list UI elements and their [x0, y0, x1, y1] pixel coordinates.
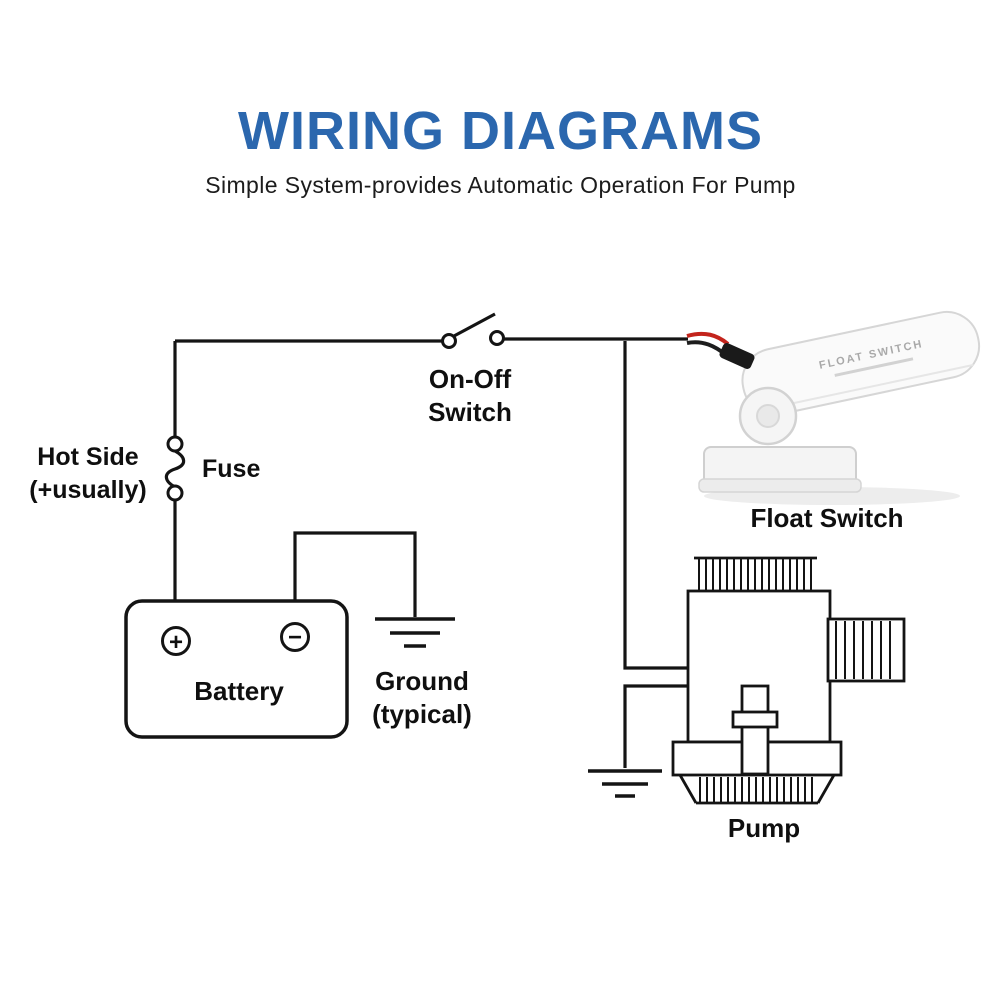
- float-switch-label: Float Switch: [750, 503, 903, 533]
- hot-side-label-line1: Hot Side: [37, 443, 138, 471]
- page-subtitle: Simple System-provides Automatic Operati…: [205, 172, 796, 198]
- page-title: WIRING DIAGRAMS: [238, 101, 763, 161]
- fuse-label: Fuse: [202, 455, 260, 483]
- switch-contact-left: [441, 333, 457, 349]
- switch-lever: [453, 312, 496, 338]
- fuse-symbol: Fuse Hot Side (+usually): [29, 435, 260, 504]
- pump-device: Pump: [671, 556, 906, 843]
- pump-cap-ribs: [698, 559, 812, 590]
- float-switch-base-lip: [698, 478, 862, 493]
- fuse-element: [164, 449, 186, 489]
- wire-float-to-pump: [623, 341, 690, 670]
- pump-label: Pump: [728, 813, 800, 843]
- float-switch-print-fineline: [834, 357, 914, 377]
- battery-plus-sign: +: [169, 629, 183, 656]
- battery-body: [124, 599, 349, 739]
- hot-side-label-line2: (+usually): [29, 476, 146, 504]
- switch-label-line2: Switch: [428, 397, 512, 427]
- float-switch-device: FLOAT SWITCH Float Switch: [686, 310, 981, 533]
- connector-sleeve: [719, 343, 755, 369]
- pump-strainer-ribs: [699, 777, 813, 802]
- wire-pump-to-ground: [623, 684, 690, 768]
- battery-minus-terminal: [280, 622, 310, 652]
- pump-strainer-outline: [678, 774, 836, 805]
- red-lead-wire: [686, 331, 730, 346]
- battery-plus-terminal: [161, 626, 191, 656]
- battery-label: Battery: [194, 676, 284, 706]
- fuse-terminal-top: [166, 435, 184, 453]
- fuse-terminal-bottom: [166, 484, 184, 502]
- battery-symbol: + − Battery: [124, 599, 349, 739]
- float-arm: FLOAT SWITCH: [741, 310, 981, 416]
- pump-outlet-ribs: [835, 621, 891, 679]
- pump-shaft: [740, 684, 770, 776]
- on-off-switch-symbol: On-Off Switch: [428, 312, 512, 427]
- pump-ground-symbol: [588, 769, 662, 798]
- switch-contact-right: [489, 330, 505, 346]
- float-arm-shade-line: [758, 363, 974, 412]
- wire-minus-to-ground: [293, 531, 417, 624]
- battery-minus-sign: −: [288, 624, 302, 651]
- hinge-pin: [756, 404, 780, 428]
- ground-label-line1: Ground: [375, 666, 469, 696]
- switch-label-line1: On-Off: [429, 364, 512, 394]
- pump-ground-bars: [588, 769, 662, 798]
- ground-typical-symbol: Ground (typical): [372, 617, 472, 729]
- pump-outlet: [826, 617, 906, 683]
- pump-shaft-crossbar: [731, 710, 779, 729]
- ground-label-line2: (typical): [372, 699, 472, 729]
- wire-connector: [719, 343, 755, 369]
- float-arm-body: [741, 310, 981, 416]
- ground-bars: [375, 617, 455, 648]
